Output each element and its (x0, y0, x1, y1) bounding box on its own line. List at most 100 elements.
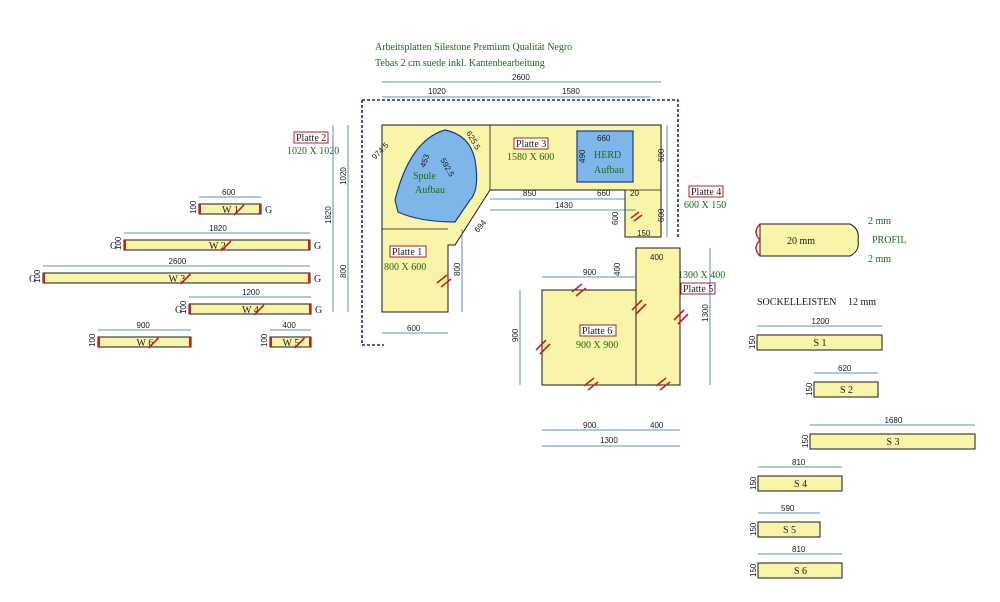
plate6-label: Platte 6 (582, 326, 612, 337)
sockel-height: 150 (749, 476, 758, 490)
wall-g-left: G (29, 274, 36, 285)
sockel-strip (757, 475, 843, 492)
sink-cutout (394, 129, 478, 223)
wall-edge-right (309, 304, 311, 314)
kitchen-outline (361, 99, 679, 346)
plate-6 (541, 289, 637, 386)
edge-mark-p5-right (673, 309, 689, 325)
plate5-label-box (680, 282, 716, 295)
wall-edge-mark (179, 273, 192, 285)
sockel-heading: SOCKELLEISTEN (757, 297, 836, 308)
sockel-height: 150 (749, 522, 758, 536)
herd-height: 490 (578, 149, 587, 163)
sockel-length: 620 (838, 364, 852, 373)
wall-edge-right (308, 240, 310, 250)
dim-400v: 400 (613, 262, 622, 276)
dim-p1-height: 800 (453, 262, 462, 276)
dim-left-lower: 800 (339, 264, 348, 278)
herd-cutout (576, 130, 634, 183)
wall-edge-mark (253, 304, 265, 316)
sockel-name: S 3 (887, 437, 900, 448)
herd-label-1: HERD (594, 150, 621, 161)
plate4-label-box (688, 185, 724, 198)
dim-900-top: 900 (583, 268, 597, 277)
wall-height: 100 (88, 333, 97, 347)
dim-1300v: 1300 (701, 304, 710, 322)
wall-g-right: G (314, 274, 321, 285)
profile-r-top: 2 mm (868, 216, 891, 227)
sockel-height: 150 (748, 335, 757, 349)
dim-diag-694: 694 (473, 218, 489, 234)
title-line1: Arbeitsplatten Silestone Premium Qualitä… (375, 42, 572, 53)
sockel-strip (757, 562, 843, 579)
plate4-label: Platte 4 (691, 187, 721, 198)
wall-length: 600 (222, 188, 236, 197)
sockel-height: 150 (805, 382, 814, 396)
profile-r-bottom: 2 mm (868, 254, 891, 265)
dim-850: 850 (523, 189, 537, 198)
wall-name: W 4 (242, 305, 259, 316)
plate4-size: 600 X 150 (684, 200, 726, 211)
wall-g-left: G (175, 305, 182, 316)
sockel-name: S 6 (794, 566, 807, 577)
wall-height: 100 (179, 300, 188, 314)
profile-break-mark (755, 223, 761, 257)
wall-edge-left (43, 273, 45, 283)
plate5-label: Platte 5 (683, 284, 713, 295)
wall-name: W 6 (137, 338, 154, 349)
plate6-label-box (579, 324, 617, 337)
wall-edge-mark (233, 204, 245, 216)
title-line2: Tebas 2 cm suede inkl. Kantenbearbeitung (375, 58, 545, 69)
wall-name: W 2 (209, 241, 226, 252)
wall-length: 400 (283, 321, 297, 330)
wall-name: W 1 (222, 205, 239, 216)
wall-g-right: G (314, 241, 321, 252)
dim-bottom-900: 900 (583, 421, 597, 430)
wall-edge-left (270, 337, 272, 347)
wall-edge-left (199, 204, 201, 214)
sockel-name: S 2 (840, 385, 853, 396)
sockel-strip (809, 433, 976, 450)
dim-bottom-1300: 1300 (600, 436, 618, 445)
sockel-strip (813, 381, 879, 398)
dim-left-upper: 1020 (339, 167, 348, 185)
herd-width: 660 (597, 134, 611, 143)
wall-g-right: G (315, 305, 322, 316)
herd-label-2: Aufbau (594, 165, 624, 176)
sockel-strip (756, 334, 883, 351)
dim-right-600a: 600 (657, 148, 666, 162)
plate3-size: 1580 X 600 (507, 152, 554, 163)
wall-length: 1820 (209, 224, 227, 233)
edge-mark-p6-left (535, 339, 551, 355)
wall-edge-right (259, 204, 261, 214)
dim-left-total: 1820 (324, 206, 333, 224)
dim-900v: 900 (511, 328, 520, 342)
wall-edge-right (308, 273, 310, 283)
wall-height: 100 (114, 236, 123, 250)
wall-edge-mark (147, 337, 160, 349)
plate1-label: Platte 1 (392, 247, 422, 258)
dim-400-top: 400 (650, 253, 664, 262)
edge-mark-p5-top (631, 299, 647, 315)
dim-660: 660 (597, 189, 611, 198)
sockel-height: 150 (749, 563, 758, 577)
sink-label-2: Aufbau (415, 185, 445, 196)
edge-mark-p6-top (571, 283, 587, 297)
sink-label-1: Spule (413, 171, 436, 182)
edge-mark-p4 (630, 211, 643, 222)
sockel-length: 1200 (812, 317, 830, 326)
wall-length: 2600 (169, 257, 187, 266)
edge-mark-p1 (436, 274, 452, 288)
dim-right-600b: 600 (657, 208, 666, 222)
dim-1430: 1430 (555, 201, 573, 210)
wall-edge-left (98, 337, 100, 347)
wall-edge-left (189, 304, 191, 314)
wall-height: 100 (189, 200, 198, 214)
plate3-label: Platte 3 (516, 139, 546, 150)
plate2-label-box (293, 131, 329, 144)
plate3-label-box (513, 137, 549, 150)
dim-20: 20 (630, 189, 639, 198)
dim-top-total: 2600 (512, 73, 530, 82)
wall-name: W 3 (169, 274, 186, 285)
